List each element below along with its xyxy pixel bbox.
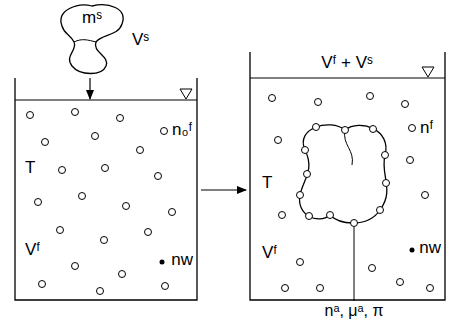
- molecule: [72, 263, 79, 270]
- adsorbed-molecule: [302, 147, 309, 154]
- variable-label: T: [262, 173, 272, 193]
- molecule: [269, 95, 276, 102]
- adsorbed-molecule: [304, 171, 311, 178]
- adsorbed-molecule: [383, 180, 390, 187]
- molecule: [59, 167, 66, 174]
- molecule: [317, 285, 324, 292]
- adsorbed-molecule: [297, 192, 304, 199]
- adsorbed-molecule: [351, 220, 358, 227]
- molecule: [315, 99, 322, 106]
- variable-label: Vˢ: [132, 30, 149, 50]
- variable-label: mˢ: [82, 8, 102, 28]
- adsorption-label: nᵃ, μᵃ, π: [323, 302, 386, 320]
- molecule: [275, 137, 282, 144]
- molecule: [282, 285, 289, 292]
- process-arrow: [89, 78, 90, 99]
- molecule: [409, 125, 416, 132]
- process-arrow: [201, 189, 246, 190]
- molecule: [162, 283, 169, 290]
- adsorbed-molecule: [327, 212, 334, 219]
- adsorbed-molecule: [377, 207, 384, 214]
- variable-label: Vᶠ + Vˢ: [321, 53, 373, 73]
- water-molecule: [160, 260, 165, 265]
- swollen-solid: [300, 125, 387, 223]
- variable-label: nw: [419, 238, 441, 258]
- molecule: [422, 192, 429, 199]
- molecule: [35, 199, 42, 206]
- surface-line: [250, 78, 445, 79]
- node-outline: [15, 100, 197, 300]
- outline: [15, 78, 197, 300]
- adsorbed-molecule: [382, 152, 389, 159]
- variable-label: n₀ᶠ: [172, 120, 192, 140]
- fluid-container: n₀ᶠT Vᶠ nw: [15, 100, 197, 300]
- molecule: [369, 265, 376, 272]
- variable-label: Vᶠ: [262, 243, 277, 263]
- molecule: [145, 229, 152, 236]
- node-outline: [250, 78, 445, 300]
- molecule: [92, 133, 99, 140]
- molecule: [39, 281, 46, 288]
- molecule: [102, 165, 109, 172]
- molecule: [79, 193, 86, 200]
- surface-line: [15, 100, 197, 101]
- molecule: [137, 147, 144, 154]
- molecule: [161, 128, 168, 135]
- solid-crease: [345, 130, 353, 165]
- molecule: [169, 209, 176, 216]
- molecule: [279, 212, 286, 219]
- adsorbed-molecule: [370, 126, 377, 133]
- molecule: [123, 203, 130, 210]
- outline: [61, 5, 123, 74]
- outline: [250, 52, 445, 300]
- variable-label: nᶠ: [420, 118, 433, 138]
- variable-label: Vᶠ: [25, 240, 40, 260]
- molecule: [402, 101, 409, 108]
- molecule: [119, 271, 126, 278]
- molecule: [367, 93, 374, 100]
- molecule: [297, 259, 304, 266]
- molecule: [101, 237, 108, 244]
- adsorbed-molecule: [306, 213, 313, 220]
- leader-line: [354, 227, 355, 301]
- molecule: [97, 288, 104, 295]
- molecule: [427, 285, 434, 292]
- molecule: [397, 279, 404, 286]
- water-molecule: [410, 248, 415, 253]
- variable-label: T: [25, 158, 35, 178]
- molecule: [42, 139, 49, 146]
- molecule: [72, 109, 79, 116]
- water-level-symbol: [422, 67, 434, 77]
- adsorbed-molecule: [313, 124, 320, 131]
- adsorbed-molecule: [342, 127, 349, 134]
- fluid-container: Vᶠ + VˢnᶠTVᶠnw: [250, 78, 445, 300]
- molecule: [407, 157, 414, 164]
- molecule: [117, 115, 124, 122]
- variable-label: nw: [171, 250, 193, 270]
- molecule: [57, 227, 64, 234]
- molecule: [155, 173, 162, 180]
- surface-line: [74, 40, 96, 42]
- molecule: [27, 112, 34, 119]
- water-level-symbol: [180, 89, 192, 99]
- solid-body: mˢVˢ: [52, 2, 128, 76]
